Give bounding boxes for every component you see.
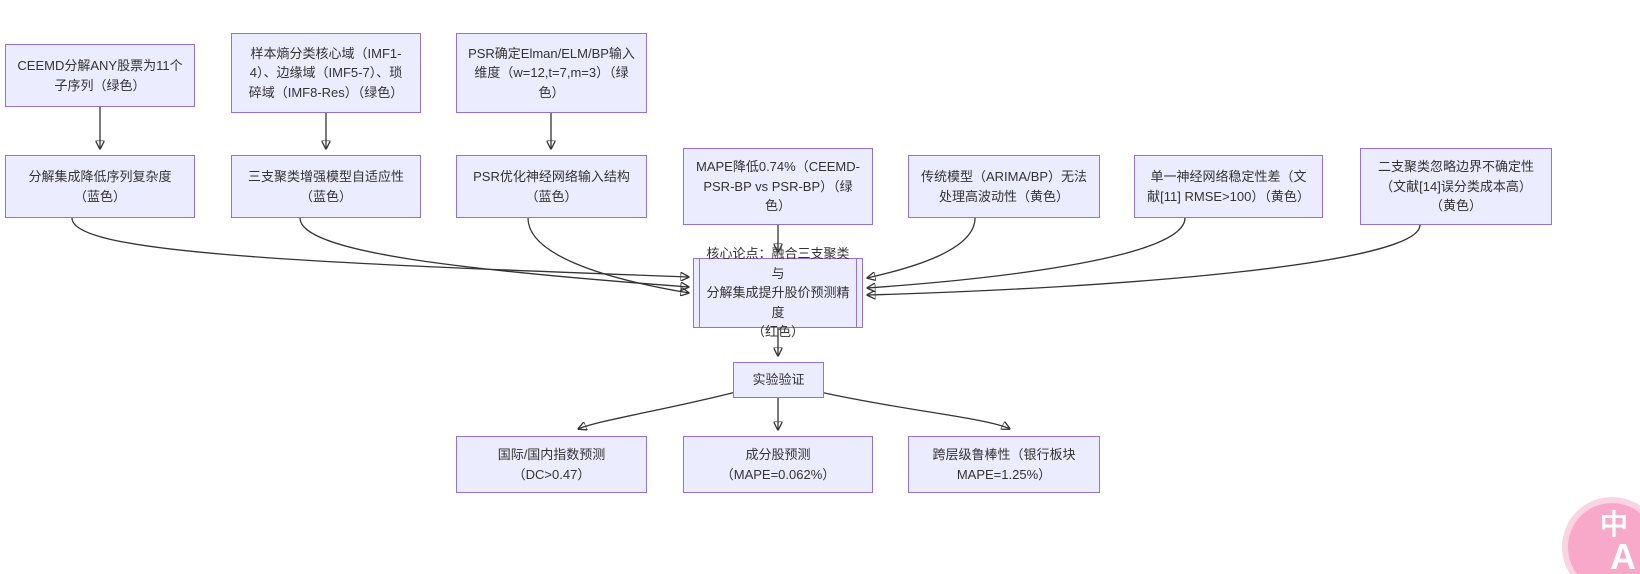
node-mape-reduction: MAPE降低0.74%（CEEMD- PSR-BP vs PSR-BP）（绿 色… [683,148,873,225]
translate-badge-button[interactable]: 中 A [1562,497,1640,574]
edge-mid7-core [867,224,1421,295]
edge-mid3-core [527,217,689,293]
node-experimental-validation: 实验验证 [733,362,824,398]
edge-mid6-core [867,217,1186,288]
node-ceemd-decompose: CEEMD分解ANY股票为11个 子序列（绿色） [5,44,195,107]
node-psr-input-structure: PSR优化神经网络输入结构 （蓝色） [456,155,647,218]
node-sample-entropy-domains: 样本熵分类核心域（IMF1- 4）、边缘域（IMF5-7）、琐 碎域（IMF8-… [231,33,421,113]
node-traditional-model-limits: 传统模型（ARIMA/BP）无法 处理高波动性（黄色） [908,155,1100,218]
node-two-way-clustering-limits: 二支聚类忽略边界不确定性 （文献[14]误分类成本高） （黄色） [1360,148,1552,225]
edge-mid5-core [867,217,976,278]
node-three-way-clustering-adaptivity: 三支聚类增强模型自适应性 （蓝色） [231,155,421,218]
edge-mid2-core [299,217,689,287]
node-psr-input-dimension: PSR确定Elman/ELM/BP输入 维度（w=12,t=7,m=3）（绿 色… [456,33,647,113]
node-cross-level-robustness: 跨层级鲁棒性（银行板块 MAPE=1.25%） [908,436,1100,493]
edge-exp-out3 [819,391,1010,429]
edge-mid1-core [71,217,689,277]
node-core-thesis: 核心论点：融合三支聚类与 分解集成提升股价预测精度 （红色） [693,246,863,339]
node-single-nn-instability: 单一神经网络稳定性差（文 献[11] RMSE>100）（黄色） [1134,155,1323,218]
node-index-prediction: 国际/国内指数预测 （DC>0.47） [456,436,647,493]
node-decomposition-complexity: 分解集成降低序列复杂度 （蓝色） [5,155,195,218]
translate-badge-cn-glyph: 中 [1600,509,1629,540]
node-constituent-stock-prediction: 成分股预测 （MAPE=0.062%） [683,436,873,493]
edge-exp-out1 [578,391,737,429]
translate-badge-en-glyph: A [1610,536,1636,574]
